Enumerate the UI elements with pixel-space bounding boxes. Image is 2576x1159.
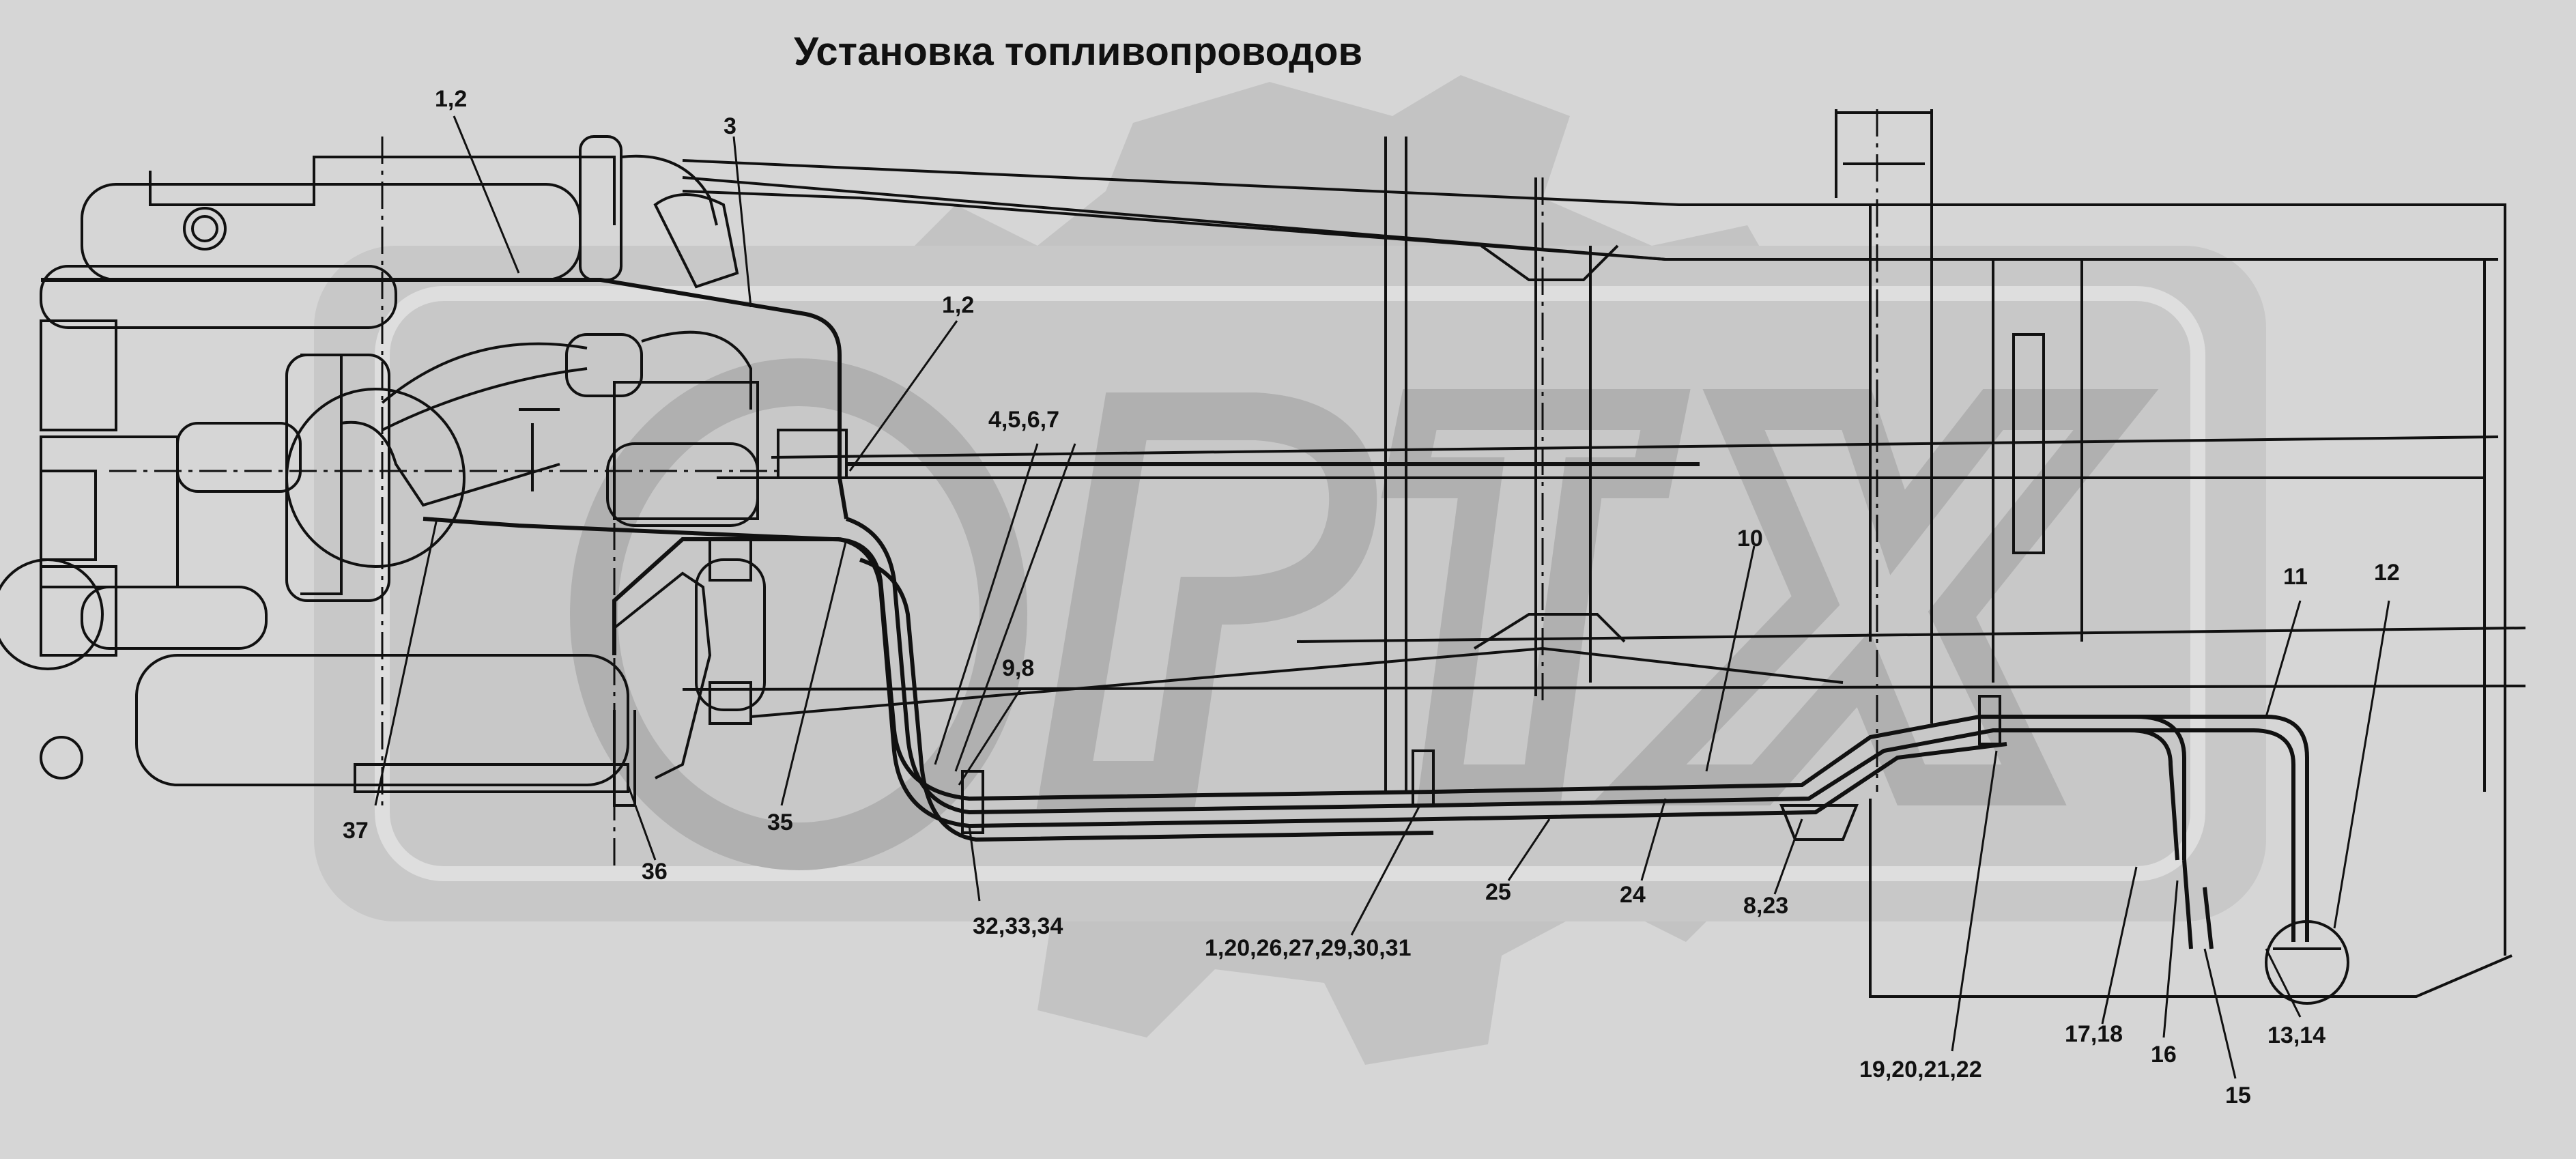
callout-19-20-21-22: 19,20,21,22 xyxy=(1859,1057,1982,1083)
callout-25: 25 xyxy=(1485,879,1511,905)
callout-9-8: 9,8 xyxy=(1002,655,1035,681)
callout-16: 16 xyxy=(2151,1042,2177,1068)
callout-leaders xyxy=(374,115,2390,1079)
callout-17-18: 17,18 xyxy=(2065,1021,2123,1047)
callout-3: 3 xyxy=(724,113,736,139)
frame-lines xyxy=(682,109,2526,998)
callout-24: 24 xyxy=(1620,882,1646,908)
callout-11: 11 xyxy=(2283,564,2308,590)
callout-15: 15 xyxy=(2225,1083,2251,1108)
callout-1-20-26-27-29-30-31: 1,20,26,27,29,30,31 xyxy=(1205,935,1412,961)
centerlines xyxy=(109,109,1878,867)
callout-36: 36 xyxy=(642,859,668,885)
callout-12: 12 xyxy=(2374,560,2400,586)
callout-4-5-6-7: 4,5,6,7 xyxy=(988,407,1059,433)
callout-37: 37 xyxy=(343,818,369,844)
callout-32-33-34: 32,33,34 xyxy=(973,913,1063,939)
fuel-tank-parts xyxy=(961,695,2349,1005)
callout-10: 10 xyxy=(1737,526,1763,552)
callout-35: 35 xyxy=(767,810,793,835)
callout-1-2-mid: 1,2 xyxy=(942,292,975,318)
callout-8-23: 8,23 xyxy=(1743,893,1789,919)
diagram-title: Установка топливопроводов xyxy=(794,29,1363,74)
callout-1-2-top: 1,2 xyxy=(435,86,468,112)
callout-13-14: 13,14 xyxy=(2267,1022,2326,1048)
